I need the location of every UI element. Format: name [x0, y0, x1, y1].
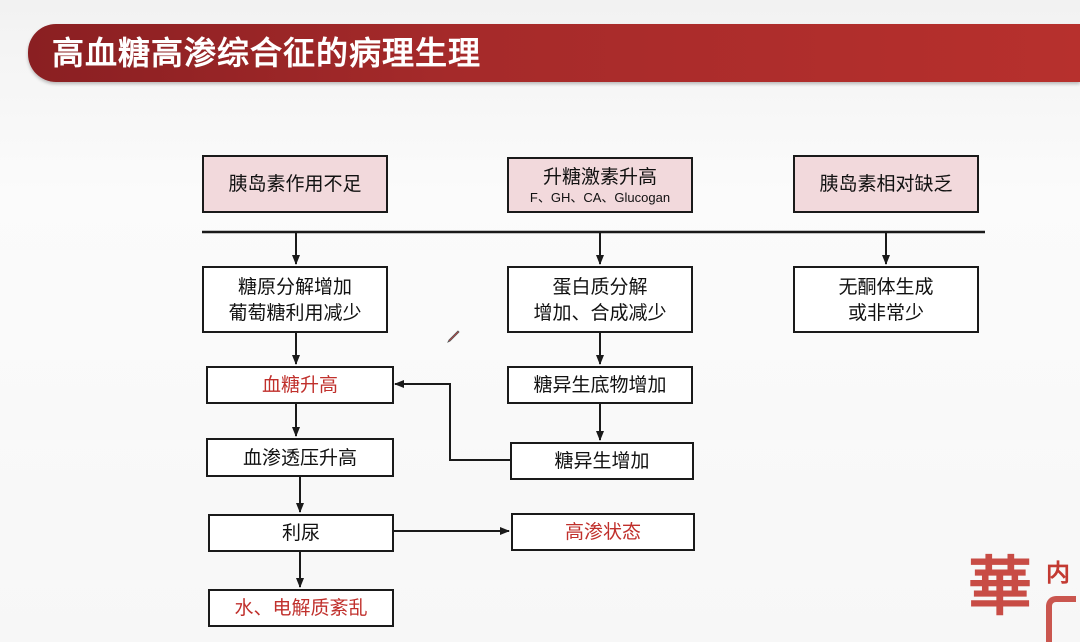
- box-hormone-rise-label: 升糖激素升高: [542, 166, 657, 188]
- box-protein: 蛋白质分解 增加、合成减少: [507, 266, 693, 333]
- box-diuresis: 利尿: [208, 514, 394, 552]
- logo-stroke-icon: [1046, 596, 1076, 642]
- box-water-electrolyte-label: 水、电解质紊乱: [234, 597, 368, 619]
- box-protein-line1: 蛋白质分解: [552, 275, 648, 298]
- title-bar: [28, 24, 1080, 82]
- box-hormone-rise: 升糖激素升高 F、GH、CA、Glucogan: [507, 157, 693, 213]
- box-insulin-relative-lack-label: 胰岛素相对缺乏: [819, 173, 953, 195]
- box-gluconeo-substrate: 糖异生底物增加: [507, 366, 693, 404]
- box-ketone-line1: 无酮体生成: [838, 275, 934, 298]
- logo-side-char: 内: [1046, 558, 1070, 587]
- box-osmotic-pressure-high-label: 血渗透压升高: [242, 446, 357, 469]
- box-blood-glucose-high-label: 血糖升高: [261, 374, 338, 396]
- arrow-gluconeo-to-glucose: [394, 380, 510, 461]
- box-hormone-list: F、GH、CA、Glucogan: [529, 190, 671, 205]
- logo-main-char: 華: [968, 550, 1032, 625]
- box-glycogen-line1: 糖原分解增加: [237, 275, 352, 298]
- box-insulin-insufficient-label: 胰岛素作用不足: [228, 173, 362, 195]
- box-gluconeo-increase-label: 糖异生增加: [554, 450, 650, 472]
- box-hyperosmolar-state: 高渗状态: [511, 513, 695, 551]
- box-glycogen: 糖原分解增加 葡萄糖利用减少: [202, 266, 388, 333]
- box-osmotic-pressure-high: 血渗透压升高: [206, 438, 394, 477]
- box-insulin-relative-lack: 胰岛素相对缺乏: [793, 155, 979, 213]
- slide-title: 高血糖高渗综合征的病理生理: [52, 34, 482, 72]
- box-hyperosmolar-state-label: 高渗状态: [564, 521, 641, 543]
- box-protein-line2: 增加、合成减少: [533, 301, 667, 324]
- pen-cursor-icon: [447, 330, 460, 343]
- box-ketone-line2: 或非常少: [847, 301, 924, 324]
- box-insulin-insufficient: 胰岛素作用不足: [202, 155, 388, 213]
- box-gluconeo-substrate-label: 糖异生底物增加: [533, 374, 667, 396]
- box-water-electrolyte: 水、电解质紊乱: [208, 589, 394, 627]
- box-glycogen-line2: 葡萄糖利用减少: [228, 301, 362, 324]
- box-gluconeo-increase: 糖异生增加: [510, 442, 694, 480]
- box-diuresis-label: 利尿: [281, 522, 320, 544]
- box-blood-glucose-high: 血糖升高: [206, 366, 394, 404]
- box-ketone: 无酮体生成 或非常少: [793, 266, 979, 333]
